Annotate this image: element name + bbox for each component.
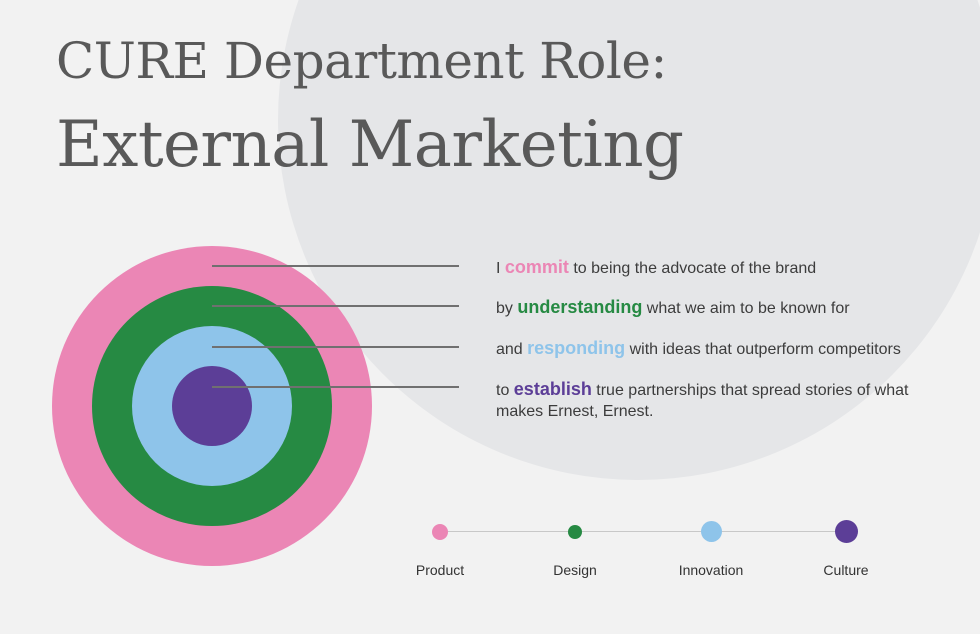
statement-prefix: I — [496, 260, 505, 277]
leader-line-innovation — [212, 346, 459, 348]
leader-line-culture — [212, 386, 459, 388]
statement-text: true partnerships that spread stories of… — [496, 382, 909, 420]
statement-commit: I commit to being the advocate of the br… — [496, 257, 966, 279]
timeline-label-product: Product — [415, 562, 465, 578]
timeline-label-culture: Culture — [823, 562, 869, 578]
page-subtitle: External Marketing — [56, 108, 684, 182]
statement-text: what we aim to be known for — [642, 300, 850, 317]
timeline-line — [440, 531, 846, 532]
keyword-responding: responding — [527, 338, 626, 358]
statement-prefix: by — [496, 300, 518, 317]
timeline-dot-innovation — [701, 521, 722, 542]
timeline-dot-design — [568, 525, 582, 539]
leader-line-design — [212, 305, 459, 307]
statement-text: with ideas that outperform competitors — [625, 341, 901, 358]
timeline-label-innovation: Innovation — [678, 562, 744, 578]
statement-prefix: to — [496, 382, 514, 399]
keyword-commit: commit — [504, 257, 569, 277]
statement-prefix: and — [496, 341, 528, 358]
timeline-label-design: Design — [553, 562, 597, 578]
statement-responding: and responding with ideas that outperfor… — [496, 338, 966, 360]
statement-text: to being the advocate of the brand — [568, 260, 817, 277]
keyword-establish: establish — [513, 379, 592, 399]
timeline-dot-culture — [835, 520, 858, 543]
timeline-dot-product — [432, 524, 448, 540]
leader-line-product — [212, 265, 459, 267]
keyword-understanding: understanding — [517, 297, 643, 317]
page-title: CURE Department Role: — [56, 32, 667, 90]
ring-culture — [172, 366, 252, 446]
statement-establish: to establish true partnerships that spre… — [496, 379, 916, 422]
statement-understanding: by understanding what we aim to be known… — [496, 297, 966, 319]
